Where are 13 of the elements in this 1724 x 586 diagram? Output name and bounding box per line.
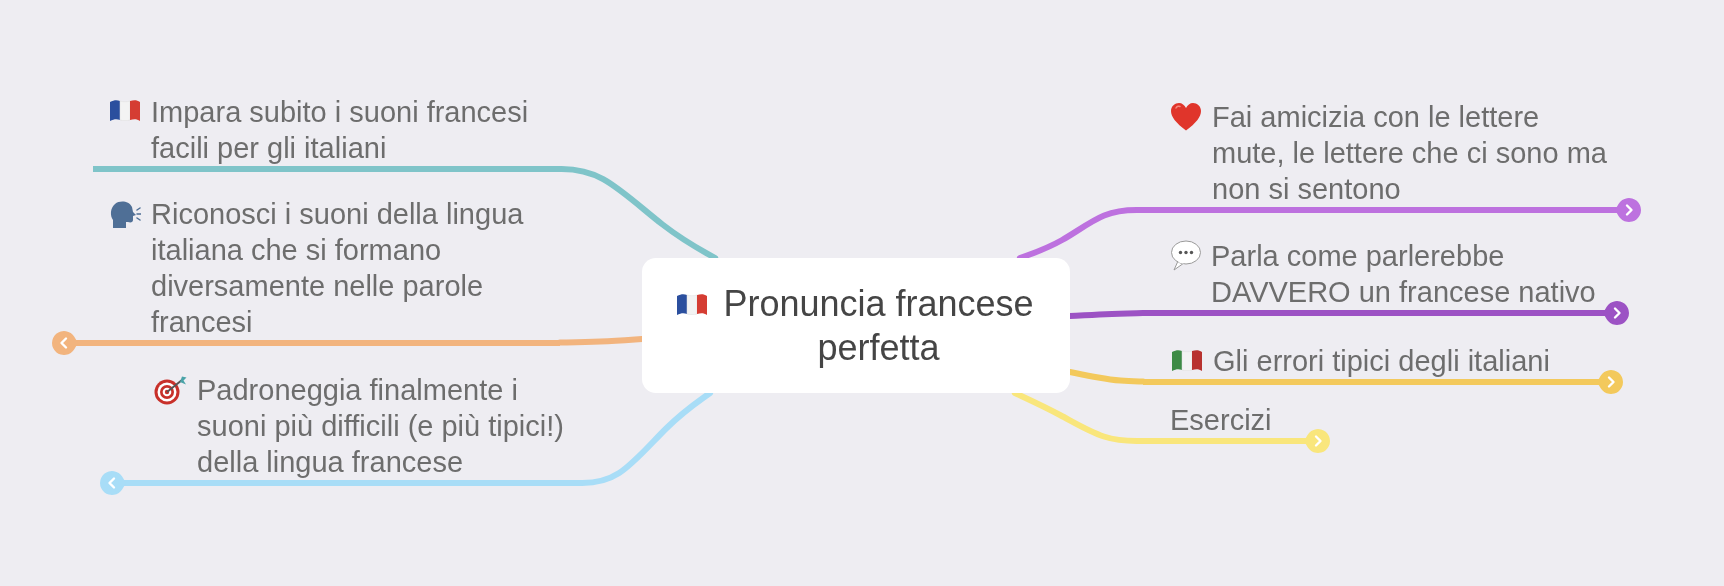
topic-text: Riconosci i suoni della lingua italiana che si formano diversamente nelle parole francesi	[151, 196, 525, 340]
branch-connector	[1016, 207, 1146, 261]
central-topic-text: Pronuncia francese perfetta	[722, 281, 1035, 370]
branch-connector	[1011, 390, 1146, 444]
topic-text: Impara subito i suoni francesi facili per gli italiani	[151, 95, 530, 166]
branch-connector	[551, 166, 719, 261]
topic-text: Fai amicizia con le lettere mute, le lettere che ci sono ma non si sentono	[1212, 100, 1608, 207]
topic-text: Esercizi	[1170, 403, 1272, 438]
topic-text: Padroneggia finalmente i suoni più difficili (e più tipici!) della lingua francese	[197, 373, 565, 480]
topic-text: Gli errori tipici degli italiani	[1213, 343, 1550, 379]
branch-connector	[572, 390, 714, 486]
topic-text: Parla come parlerebbe DAVVERO un francese nativo	[1211, 239, 1597, 310]
central-topic-box	[642, 258, 1070, 393]
